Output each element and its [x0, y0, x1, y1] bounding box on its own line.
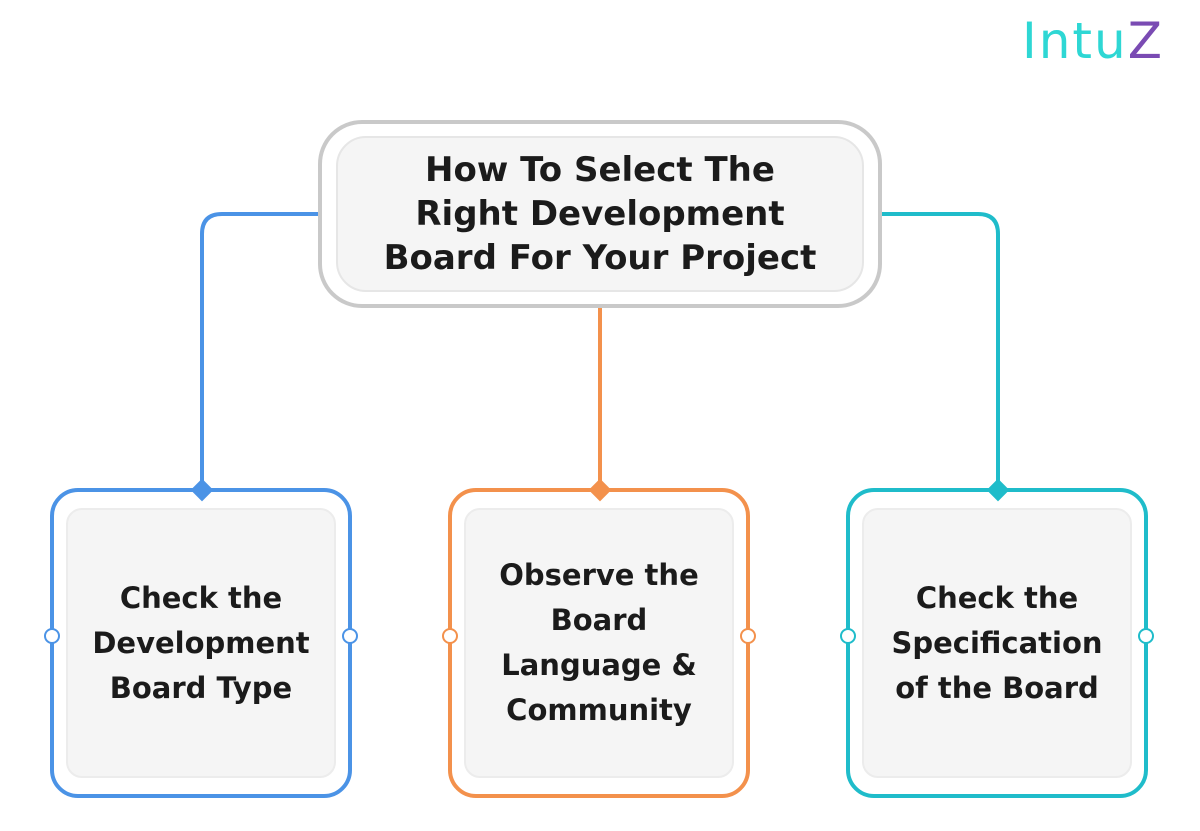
- card-development-board-type: Check the Development Board Type: [50, 488, 352, 798]
- title-box: How To Select The Right Development Boar…: [318, 120, 882, 308]
- card-inner: Observe the Board Language & Community: [464, 508, 734, 778]
- title-box-inner: How To Select The Right Development Boar…: [336, 136, 864, 292]
- card-board-language-community: Observe the Board Language & Community: [448, 488, 750, 798]
- card-label: Observe the Board Language & Community: [499, 558, 699, 727]
- card-label: Check the Specification of the Board: [891, 580, 1103, 705]
- card-inner: Check the Specification of the Board: [862, 508, 1132, 778]
- connector-right: [882, 212, 1000, 490]
- diagram-title: How To Select The Right Development Boar…: [383, 150, 817, 278]
- logo-accent-letter: Z: [1127, 12, 1164, 70]
- connector-left: [200, 212, 318, 490]
- card-specification-of-board: Check the Specification of the Board: [846, 488, 1148, 798]
- intuz-logo: IntuZ: [1022, 10, 1182, 72]
- card-label: Check the Development Board Type: [92, 580, 310, 705]
- card-inner: Check the Development Board Type: [66, 508, 336, 778]
- logo-text: Intu: [1022, 12, 1128, 70]
